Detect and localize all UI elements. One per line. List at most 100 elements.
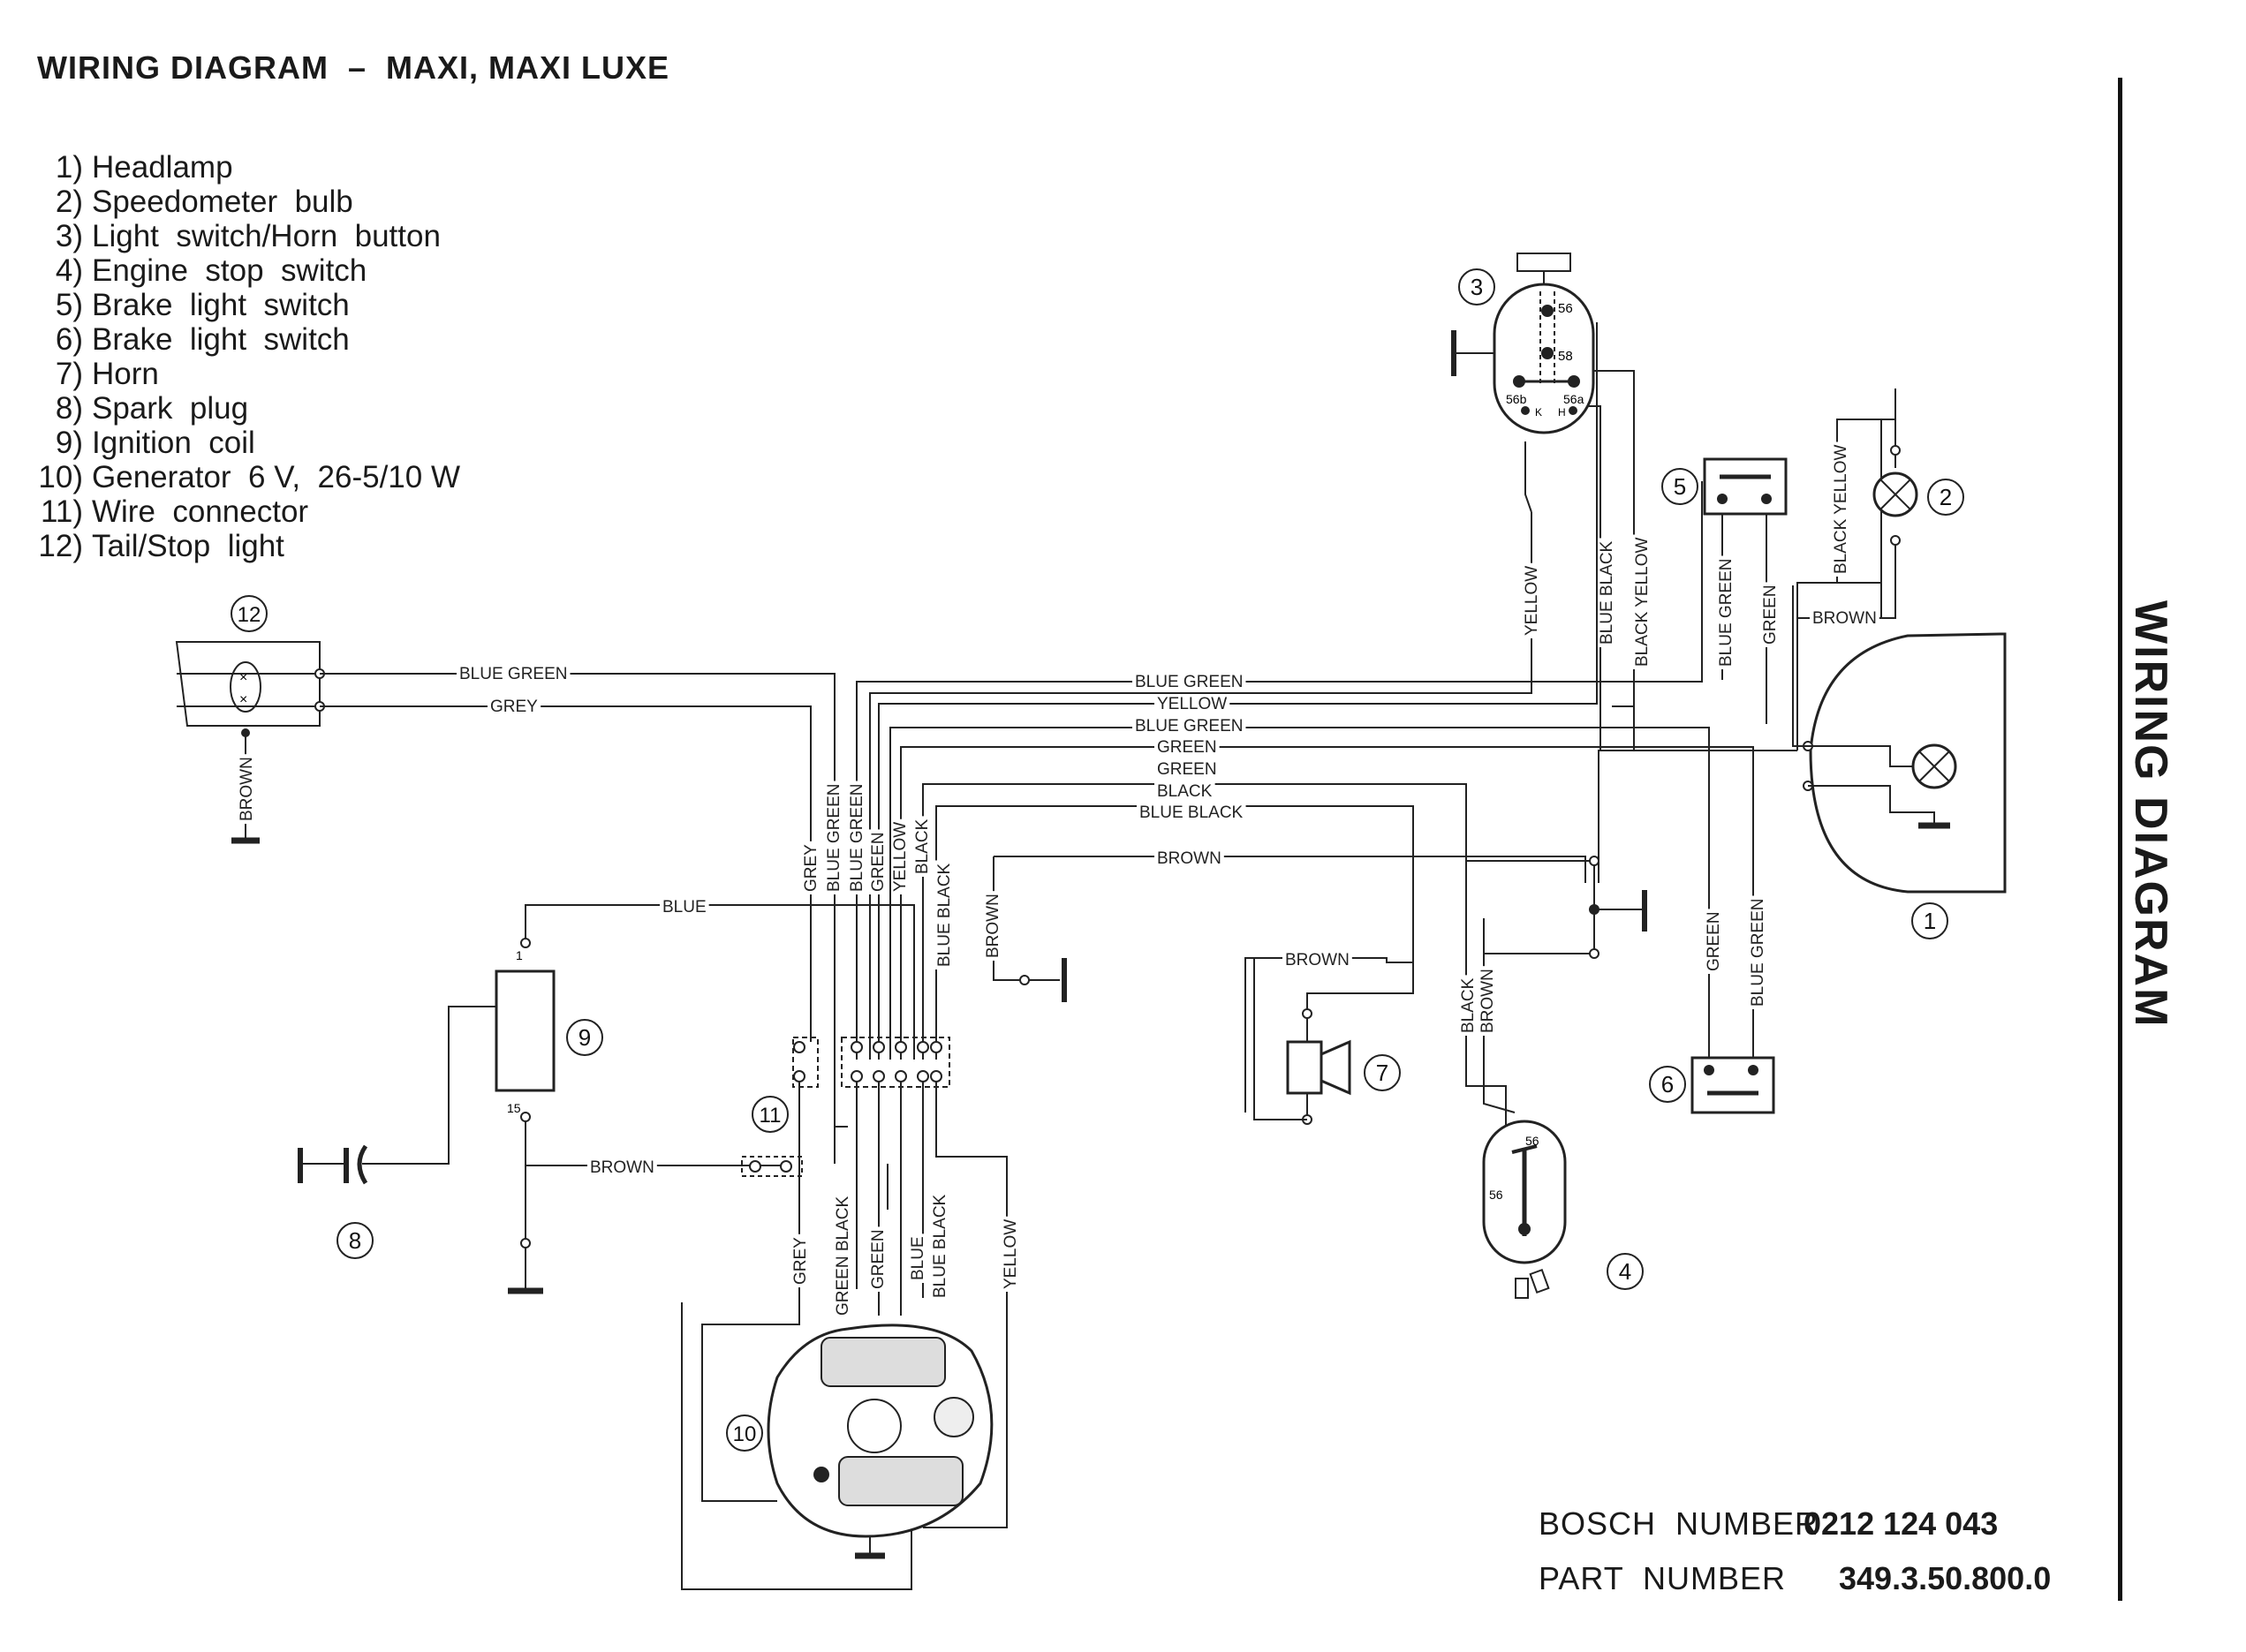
- legend-label: Brake light switch: [92, 288, 350, 322]
- wire-label: BLUE GREEN: [825, 784, 843, 892]
- legend-number: 7): [55, 357, 83, 391]
- wire-label: GREEN: [1761, 585, 1780, 645]
- wire-label: BLUE GREEN: [848, 784, 866, 892]
- page-title: WIRING DIAGRAM – MAXI, MAXI LUXE: [37, 49, 670, 86]
- wire-label: BLACK: [1459, 977, 1478, 1033]
- legend-label: Engine stop switch: [92, 253, 367, 288]
- wire-label: BLUE BLACK: [1139, 803, 1244, 822]
- wire-label-backing: [1132, 673, 1246, 691]
- wire-label-backing: [869, 829, 888, 894]
- wire-label-backing: [1459, 975, 1478, 1036]
- side-title: WIRING DIAGRAM: [2125, 600, 2176, 1029]
- wire-label: BLUE GREEN: [459, 665, 567, 683]
- engine-stop-switch: 56 56: [1482, 1120, 1567, 1299]
- terminal-56b: 56b: [1506, 392, 1527, 406]
- wire-label-backing: [935, 860, 954, 969]
- part-number-row: PART NUMBER 349.3.50.800.0: [1539, 1560, 2051, 1597]
- wire-label: GREY: [791, 1237, 810, 1285]
- legend-item: 3)Light switch/Horn button: [19, 219, 460, 253]
- legend-number: 5): [55, 288, 83, 322]
- wire-label: BROWN: [590, 1158, 654, 1177]
- wire-label: BLUE GREEN: [1135, 717, 1243, 735]
- wire-label-backing: [1523, 562, 1541, 638]
- wire-label-backing: [1137, 803, 1246, 822]
- legend-item: 6)Brake light switch: [19, 322, 460, 357]
- part-number-value: 349.3.50.800.0: [1839, 1560, 2052, 1596]
- component-number-6: 6: [1661, 1071, 1674, 1098]
- wire-label-backing: [1810, 609, 1879, 628]
- wire-label-backing: [1282, 951, 1352, 969]
- wire-label: BLUE GREEN: [1749, 899, 1767, 1007]
- terminal-56: 56: [1558, 301, 1573, 316]
- legend-number: 8): [55, 391, 83, 426]
- wire-labels: BLUE GREEN GREY BLUE GREEN YELLOW BLUE G…: [457, 609, 1879, 1177]
- legend-label: Brake light switch: [92, 322, 350, 357]
- wire-label: BLUE GREEN: [1717, 559, 1736, 667]
- terminal-h: H: [1558, 406, 1566, 419]
- wire-connector: [741, 1037, 950, 1177]
- ignition-coil: 1 15: [495, 938, 556, 1294]
- wire-label-backing: [891, 818, 910, 894]
- component-number-3: 3: [1471, 274, 1483, 300]
- wire-label-backing: [1154, 738, 1220, 757]
- legend-label: Light switch/Horn button: [92, 219, 441, 253]
- component-number-10: 10: [733, 1422, 757, 1446]
- wire-label-backing: [931, 1191, 949, 1301]
- wire-label: BLUE: [662, 898, 707, 917]
- legend-label: Headlamp: [92, 150, 233, 185]
- light-switch-horn-button: 56 58 56b 56a K H: [1451, 253, 1595, 434]
- legend-item: 4) Engine stop switch: [19, 253, 460, 288]
- headlamp: [1792, 585, 2007, 894]
- component-number-9: 9: [579, 1024, 591, 1051]
- wire-label: BLUE BLACK: [931, 1194, 949, 1298]
- wire-label-backing: [1154, 782, 1215, 801]
- brake-light-switch-front: [1703, 457, 1788, 516]
- coil-terminal-1: 1: [516, 948, 523, 962]
- legend-label: Tail/Stop light: [92, 529, 284, 563]
- component-number-7: 7: [1376, 1060, 1388, 1086]
- legend-item: 7) Horn: [19, 357, 460, 391]
- legend-number: 11): [41, 494, 83, 529]
- legend-number: 4): [55, 253, 83, 288]
- wire-label: YELLOW: [1157, 695, 1227, 713]
- horn: [1253, 958, 1351, 1125]
- legend-item: 9)Ignition coil: [19, 426, 460, 460]
- bosch-number-row: BOSCH NUMBER 0212 124 043: [1539, 1505, 1998, 1543]
- bosch-number-value: 0212 124 043: [1804, 1505, 1999, 1542]
- wire-label: YELLOW: [891, 822, 910, 892]
- legend-label: Horn: [92, 357, 159, 391]
- wire-label: GREEN: [1705, 911, 1723, 971]
- wire-label: BLUE GREEN: [1135, 673, 1243, 691]
- wire-label-backing: [587, 1158, 657, 1177]
- legend-item: 10)Generator 6 V, 26-5/10 W: [19, 460, 460, 494]
- wire-label-backing: [1832, 441, 1850, 577]
- legend-number: 10): [38, 460, 83, 494]
- terminal-56a: 56a: [1563, 392, 1584, 406]
- wire-label-backing: [1761, 582, 1780, 647]
- component-number-1: 1: [1924, 908, 1936, 934]
- wire-label-backing: [869, 1226, 888, 1292]
- wire-label: BLACK: [1157, 782, 1213, 801]
- wire-label-backing: [457, 665, 571, 683]
- wire-label: YELLOW: [1002, 1219, 1020, 1289]
- legend-item: 11)Wire connector: [19, 494, 460, 529]
- legend-label: Speedometer bulb: [92, 185, 353, 219]
- wire-label: BROWN: [238, 757, 256, 821]
- wire-label-backing: [1132, 717, 1246, 735]
- side-divider: [2118, 78, 2122, 1601]
- wire-label: GREY: [802, 844, 821, 892]
- contact-switch: [1589, 856, 1647, 959]
- svg-text:×: ×: [239, 692, 247, 707]
- legend-item: 8)Spark plug: [19, 391, 460, 426]
- coil-terminal-15: 15: [507, 1101, 521, 1115]
- stop-terminal-56-lower: 56: [1489, 1188, 1503, 1202]
- wire-label-backing: [913, 816, 932, 877]
- wire-label-backing: [848, 781, 866, 894]
- wire-label: GREEN: [869, 1229, 888, 1289]
- wire-label: BLUE: [909, 1236, 927, 1280]
- wire-label-backing: [909, 1233, 927, 1283]
- wire-label: BROWN: [1812, 609, 1877, 628]
- wire-label-backing: [1154, 760, 1220, 779]
- wire-label: BLUE BLACK: [935, 863, 954, 967]
